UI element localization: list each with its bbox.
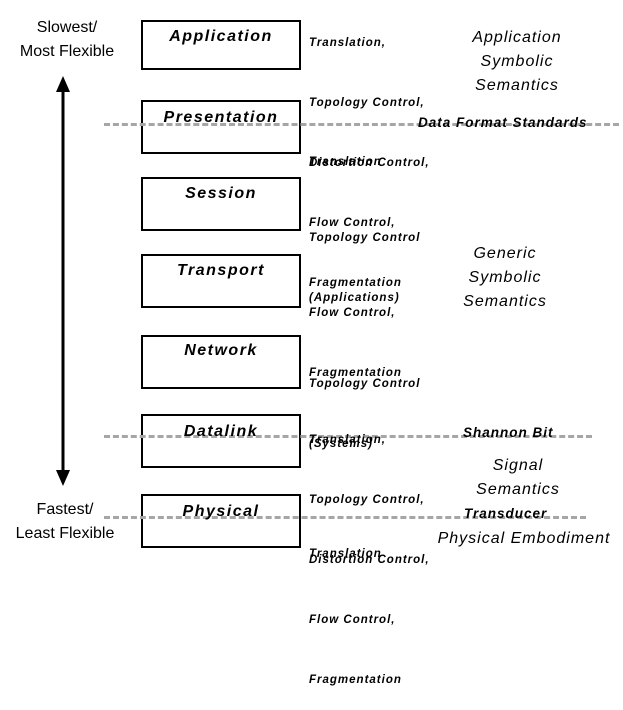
presentation-layer-box bbox=[141, 100, 301, 154]
network-functions: Topology Control (Systems) bbox=[309, 334, 420, 474]
speed-flexibility-arrow bbox=[56, 76, 70, 486]
function-item: Fragmentation bbox=[309, 367, 402, 379]
data-format-standards-label: Data Format Standards bbox=[418, 115, 588, 130]
network-layer-box bbox=[141, 335, 301, 389]
function-item: Topology Control, bbox=[309, 494, 425, 506]
function-item: Translation bbox=[309, 156, 382, 168]
function-item: Translation, bbox=[309, 37, 386, 49]
function-item: Flow Control, bbox=[309, 614, 396, 626]
semantic-line: Signal bbox=[492, 457, 544, 474]
shannon-bit-label: Shannon Bit bbox=[463, 425, 554, 440]
function-item: Fragmentation bbox=[309, 277, 402, 289]
network-layer-title: Network bbox=[184, 342, 258, 359]
transducer-label: Transducer bbox=[464, 506, 548, 521]
signal-semantics-group: Signal Semantics bbox=[438, 454, 598, 502]
application-layer-box bbox=[141, 20, 301, 70]
session-layer-box bbox=[141, 177, 301, 231]
function-item: Flow Control, bbox=[309, 217, 396, 229]
physical-embodiment-label: Physical Embodiment bbox=[437, 530, 611, 547]
fastest-label-line2: Least Flexible bbox=[15, 525, 115, 542]
function-item: Fragmentation bbox=[309, 674, 402, 686]
function-item: Distortion Control, bbox=[309, 157, 430, 169]
shannon-bit-boundary-line bbox=[104, 435, 592, 438]
application-layer-title: Application bbox=[169, 28, 273, 45]
function-item: Topology Control, bbox=[309, 97, 425, 109]
session-layer-title: Session bbox=[185, 185, 257, 202]
semantic-line: Generic bbox=[473, 245, 537, 262]
presentation-layer-title: Presentation bbox=[163, 109, 279, 126]
transport-functions: Flow Control, Fragmentation bbox=[309, 263, 402, 403]
slowest-label-line1: Slowest/ bbox=[36, 19, 98, 36]
fastest-label-line1: Fastest/ bbox=[36, 501, 94, 518]
function-item: Topology Control bbox=[309, 378, 421, 390]
semantic-line: Symbolic bbox=[468, 269, 542, 286]
function-item: Translation bbox=[309, 548, 382, 560]
function-item: Translation, bbox=[309, 434, 386, 446]
function-item: Topology Control bbox=[309, 232, 421, 244]
transport-layer-title: Transport bbox=[177, 262, 265, 279]
transport-layer-box bbox=[141, 254, 301, 308]
semantic-line: Semantics bbox=[476, 481, 560, 498]
physical-functions: Translation bbox=[309, 504, 382, 584]
datalink-layer-box bbox=[141, 414, 301, 468]
application-functions: Translation, Topology Control, Distortio… bbox=[309, 0, 430, 313]
datalink-layer-title: Datalink bbox=[183, 423, 259, 440]
semantic-line: Application bbox=[472, 29, 562, 46]
slowest-label-line2: Most Flexible bbox=[19, 43, 115, 60]
semantic-line: Symbolic bbox=[480, 53, 554, 70]
application-semantics-group: Application Symbolic Semantics bbox=[437, 26, 597, 98]
function-item: Flow Control, bbox=[309, 307, 396, 319]
session-functions: Topology Control (Applications) bbox=[309, 188, 420, 328]
presentation-functions: Translation bbox=[309, 112, 382, 192]
function-item: (Applications) bbox=[309, 292, 400, 304]
generic-semantics-group: Generic Symbolic Semantics bbox=[425, 242, 585, 314]
fastest-label: Fastest/ Least Flexible bbox=[0, 498, 130, 546]
semantic-line: Semantics bbox=[463, 293, 547, 310]
semantic-line: Semantics bbox=[475, 77, 559, 94]
function-item: (Systems) bbox=[309, 438, 373, 450]
slowest-label: Slowest/ Most Flexible bbox=[2, 16, 132, 64]
data-format-boundary-line bbox=[104, 123, 619, 126]
transducer-boundary-line bbox=[104, 516, 586, 519]
physical-layer-box bbox=[141, 494, 301, 548]
physical-layer-title: Physical bbox=[182, 503, 260, 520]
